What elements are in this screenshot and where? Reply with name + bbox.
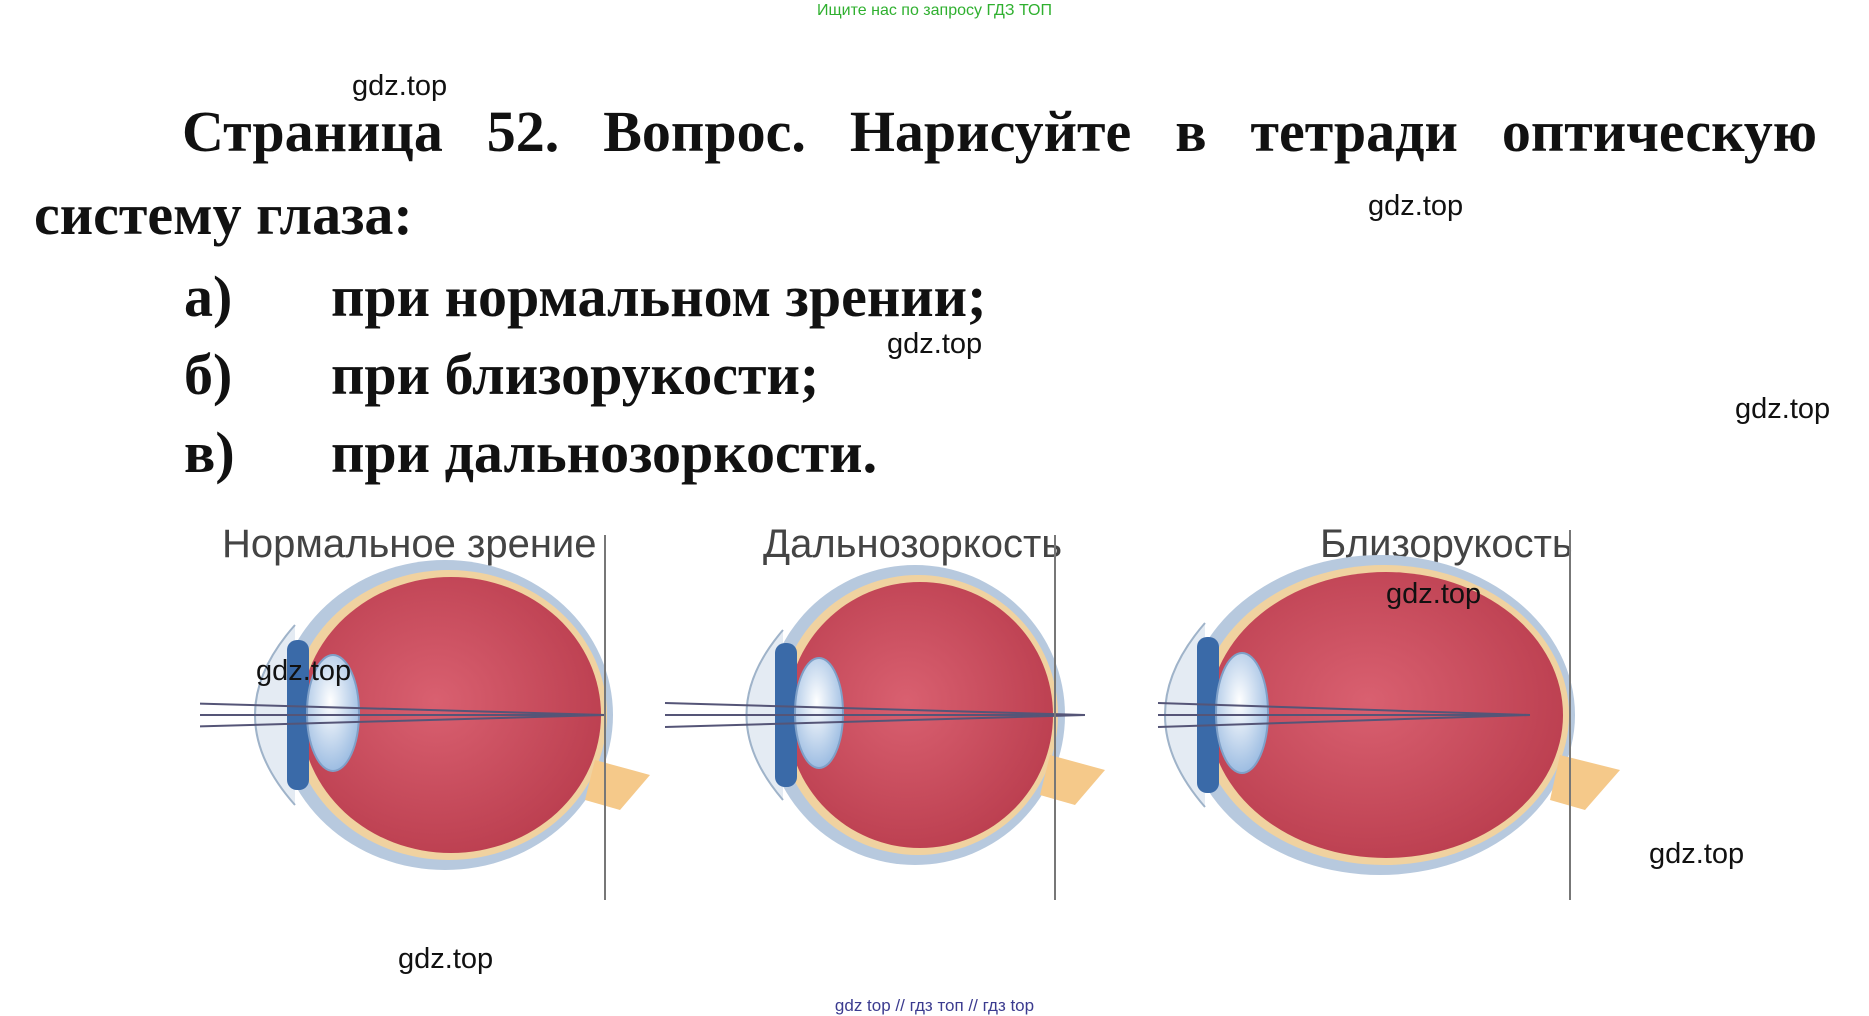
question-line-1: Страница 52. Вопрос. Нарисуйте в тетради… — [182, 97, 1817, 167]
list-marker: б) — [184, 342, 233, 407]
list-marker: в) — [184, 420, 235, 485]
watermark: gdz.top — [1735, 393, 1831, 425]
top-banner: Ищите нас по запросу ГДЗ ТОП — [817, 2, 1052, 19]
list-item-text: при близорукости; — [331, 342, 820, 407]
optic-nerve — [585, 760, 650, 810]
optic-nerve — [1040, 755, 1105, 805]
question-word: в — [1175, 99, 1207, 164]
label-hyperopia: Дальнозоркость — [763, 522, 1063, 566]
optic-nerve — [1550, 755, 1620, 810]
question-word: Нарисуйте — [849, 99, 1132, 164]
eye-diagrams — [200, 530, 1620, 900]
eye-myopia — [1157, 530, 1620, 900]
question-word: 52. — [486, 99, 560, 164]
list-item-text: при дальнозоркости. — [331, 420, 878, 485]
watermark: gdz.top — [1386, 578, 1482, 610]
watermark: gdz.top — [256, 655, 352, 687]
question-word: тетради — [1250, 99, 1458, 164]
watermark: gdz.top — [398, 943, 494, 975]
question-word: Вопрос. — [603, 99, 806, 164]
watermark: gdz.top — [1368, 190, 1464, 222]
eye-normal — [200, 535, 650, 900]
label-normal-vision: Нормальное зрение — [222, 522, 597, 566]
watermark: gdz.top — [1649, 838, 1745, 870]
list-marker: а) — [184, 264, 233, 329]
question-line-2: систему глаза: — [34, 182, 413, 247]
list-item-text: при нормальном зрении; — [331, 264, 987, 329]
watermark: gdz.top — [887, 328, 983, 360]
list-item-myopia: б) при близорукости; — [184, 340, 819, 410]
question-word: оптическую — [1501, 99, 1818, 164]
eye-hyperopia — [664, 535, 1105, 900]
footer: gdz top // гдз топ // гдз top — [834, 996, 1035, 1015]
question-word: Страница — [182, 99, 443, 164]
list-item-normal: а) при нормальном зрении; — [184, 262, 986, 332]
list-item-hyperopia: в) при дальнозоркости. — [184, 418, 877, 488]
watermark: gdz.top — [352, 70, 448, 102]
